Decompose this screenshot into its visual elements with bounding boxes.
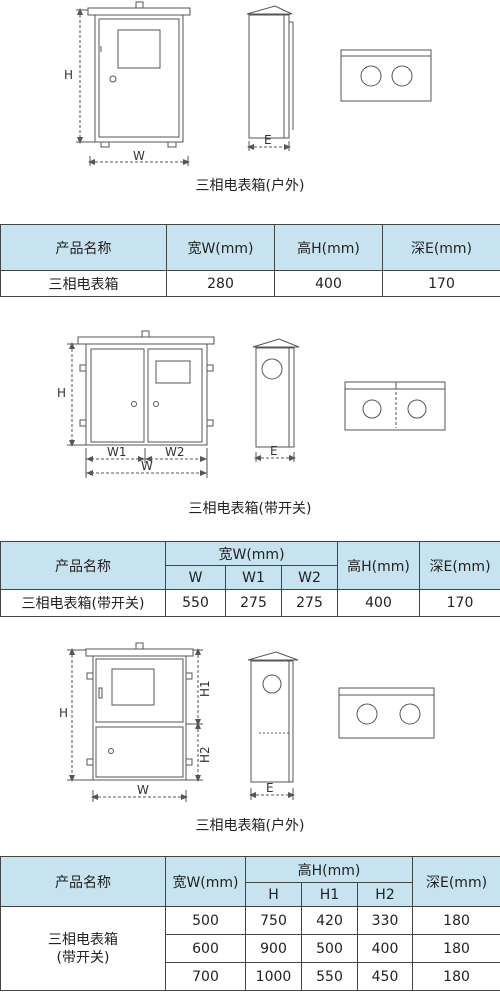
top-view-drawing-3: [338, 687, 435, 739]
header-product-name: 产品名称: [0, 224, 167, 271]
dimension-label-w1: W1: [107, 445, 127, 459]
cell-depth: 180: [412, 906, 500, 935]
cell-height: 400: [337, 589, 421, 617]
header-width-w: W: [165, 565, 226, 590]
dimension-label-w2: W2: [165, 445, 185, 459]
cell-product-name: 三相电表箱 (带开关): [0, 906, 166, 991]
caption-3: 三相电表箱(户外): [195, 818, 305, 834]
dimension-label-w: W: [137, 783, 149, 797]
side-view-drawing-1: E: [246, 5, 294, 151]
header-height-h: H: [245, 882, 302, 907]
cell-depth: 180: [412, 962, 500, 991]
cell-w1: 275: [225, 589, 282, 617]
cell-h1: 500: [301, 934, 358, 963]
table-row: 三相电表箱 (带开关) 500 750 420 330 180: [0, 906, 500, 991]
spec-table-3: 产品名称 宽W(mm) 高H(mm) 深E(mm) H H1 H2 三相电表箱 …: [0, 856, 500, 991]
cell-depth: 170: [419, 589, 500, 617]
cell-w2: 275: [280, 589, 339, 617]
cell-h: 1000: [245, 962, 302, 991]
spec-table-1: 产品名称 宽W(mm) 高H(mm) 深E(mm) 三相电表箱 280 400 …: [0, 224, 500, 297]
header-depth: 深E(mm): [382, 224, 500, 271]
side-view-drawing-2: E: [252, 338, 300, 462]
caption-1: 三相电表箱(户外): [195, 178, 305, 194]
dimension-label-e: E: [266, 781, 274, 795]
dimension-label-h1: H1: [198, 680, 212, 697]
cell-product-name: 三相电表箱: [0, 270, 167, 297]
cell-h2: 400: [356, 934, 414, 963]
header-height: 高H(mm): [244, 856, 414, 883]
cell-product-name: 三相电表箱(带开关): [0, 589, 166, 617]
cell-width: 500: [165, 906, 246, 935]
front-view-drawing-2: H W1 W2 W: [57, 330, 215, 478]
dimension-label-h2: H2: [198, 746, 212, 763]
header-width: 宽W(mm): [166, 224, 275, 271]
dimension-label-h: H: [57, 386, 66, 400]
cell-depth: 180: [412, 934, 500, 963]
cell-width: 600: [165, 934, 246, 963]
spec-table-2: 产品名称 宽W(mm) 高H(mm) 深E(mm) W W1 W2 三相电表箱(…: [0, 541, 500, 617]
cell-h1: 550: [301, 962, 358, 991]
table-row: 三相电表箱 280 400 170: [0, 270, 500, 297]
dimension-label-w: W: [133, 149, 145, 163]
cell-height: 400: [274, 270, 383, 297]
caption-2: 三相电表箱(带开关): [188, 501, 312, 517]
front-view-drawing-3: H W H1 H2: [59, 642, 212, 802]
header-product-name: 产品名称: [0, 541, 166, 590]
header-height-h2: H2: [356, 882, 414, 907]
cell-h: 750: [245, 906, 302, 935]
dimension-label-w: W: [141, 459, 153, 473]
cell-h2: 450: [356, 962, 414, 991]
dimension-label-e: E: [264, 133, 272, 147]
front-view-drawing-1: H W: [64, 1, 191, 166]
cell-h: 900: [245, 934, 302, 963]
top-view-drawing-2: [344, 381, 446, 431]
header-height: 高H(mm): [274, 224, 383, 271]
cell-width: 700: [165, 962, 246, 991]
dimension-label-h: H: [64, 68, 73, 82]
cell-h2: 330: [356, 906, 414, 935]
cell-w: 550: [165, 589, 226, 617]
dimension-label-e: E: [270, 444, 278, 458]
header-height-h1: H1: [301, 882, 358, 907]
side-view-drawing-3: E: [247, 651, 299, 800]
top-view-drawing-1: [340, 49, 432, 102]
header-depth: 深E(mm): [412, 856, 500, 907]
table-row: 三相电表箱(带开关) 550 275 275 400 170: [0, 589, 500, 617]
dimension-label-h: H: [59, 706, 68, 720]
cell-h1: 420: [301, 906, 358, 935]
table-row: 600 900 500 400 180: [1, 934, 500, 963]
header-product-name: 产品名称: [0, 856, 166, 907]
header-width: 宽W(mm): [165, 856, 246, 907]
cell-width: 280: [166, 270, 275, 297]
table-row: 700 1000 550 450 180: [1, 962, 500, 991]
